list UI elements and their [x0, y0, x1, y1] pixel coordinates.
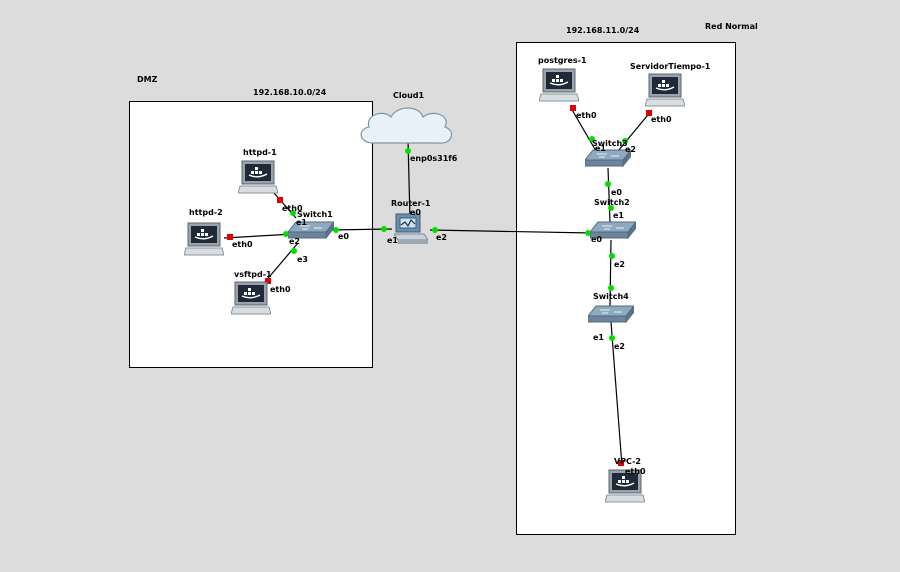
link-dot — [609, 335, 615, 341]
switch2-node[interactable] — [590, 220, 636, 240]
vsftpd1-node[interactable] — [231, 281, 271, 317]
router-label: Router-1 — [391, 199, 431, 208]
docker-host-icon — [645, 73, 685, 107]
zone-red-normal-title: Red Normal — [705, 22, 758, 31]
switch4-node[interactable] — [588, 304, 634, 324]
httpd1-node[interactable] — [238, 160, 278, 196]
zone-red-normal — [516, 42, 736, 535]
switch3-node[interactable] — [585, 148, 631, 168]
postgres1-label: postgres-1 — [538, 56, 587, 65]
port-label: e0 — [611, 188, 622, 197]
port-label: e1 — [593, 333, 604, 342]
port-label: e2 — [625, 145, 636, 154]
link-dot-down — [277, 197, 283, 203]
switch1-label: Switch1 — [297, 210, 333, 219]
docker-host-icon — [539, 68, 579, 102]
port-label: eth0 — [651, 115, 672, 124]
zone-dmz-title: DMZ — [137, 75, 158, 84]
port-label: e0 — [591, 235, 602, 244]
vpc2-node[interactable] — [605, 469, 645, 505]
link-dot — [405, 148, 411, 154]
link-dot-down — [618, 460, 624, 466]
link-dot — [283, 231, 289, 237]
link-dot — [432, 227, 438, 233]
docker-host-icon — [184, 222, 224, 256]
cloud-node[interactable] — [355, 103, 457, 147]
link-switch2-switch4 — [609, 239, 612, 307]
link-dot-down — [265, 278, 271, 284]
router-node[interactable] — [394, 210, 428, 248]
link-servidor-switch3 — [617, 109, 653, 152]
port-label: enp0s31f6 — [410, 154, 458, 163]
router-icon — [394, 213, 428, 244]
link-dot-down — [646, 110, 652, 116]
zone-red-normal-subnet: 192.168.11.0/24 — [566, 26, 640, 35]
cloud-label: Cloud1 — [393, 91, 425, 100]
link-dot — [608, 285, 614, 291]
servidor-node[interactable] — [645, 73, 685, 109]
link-router-switch2 — [429, 229, 593, 234]
link-dot — [605, 181, 611, 187]
port-label: e1 — [595, 144, 606, 153]
link-switch4-vpc — [610, 321, 623, 467]
switch-icon — [288, 221, 334, 240]
switch-icon — [588, 305, 634, 324]
port-label: e1 — [296, 218, 307, 227]
link-dot — [585, 230, 591, 236]
port-label: e0 — [410, 208, 421, 217]
switch3-label: Switch3 — [592, 139, 628, 148]
docker-host-icon — [238, 160, 278, 194]
docker-host-icon — [231, 281, 271, 315]
zone-dmz — [129, 101, 373, 368]
link-dot-down — [227, 234, 233, 240]
port-label: eth0 — [625, 467, 646, 476]
vsftpd1-label: vsftpd-1 — [234, 270, 272, 279]
link-dot — [608, 205, 614, 211]
link-dot — [291, 248, 297, 254]
cloud-icon — [360, 107, 453, 144]
port-label: eth0 — [282, 204, 303, 213]
port-label: eth0 — [232, 240, 253, 249]
port-label: e2 — [614, 260, 625, 269]
link-switch3-switch2 — [607, 167, 611, 223]
switch-icon — [585, 149, 631, 168]
switch4-label: Switch4 — [593, 292, 629, 301]
port-label: e2 — [289, 237, 300, 246]
link-dot — [589, 136, 595, 142]
switch2-label: Switch2 — [594, 198, 630, 207]
port-label: eth0 — [576, 111, 597, 120]
link-postgres-switch3 — [570, 107, 597, 152]
port-label: e2 — [436, 233, 447, 242]
port-label: e2 — [614, 342, 625, 351]
httpd1-label: httpd-1 — [243, 148, 277, 157]
httpd2-label: httpd-2 — [189, 208, 223, 217]
port-label: e1 — [613, 211, 624, 220]
link-dot-down — [570, 105, 576, 111]
switch-icon — [590, 221, 636, 240]
port-label: e3 — [297, 255, 308, 264]
link-dot — [290, 210, 296, 216]
link-switch1-httpd2 — [223, 233, 295, 239]
switch1-node[interactable] — [288, 220, 334, 240]
port-label: e0 — [338, 232, 349, 241]
vpc2-label: VPC-2 — [614, 457, 641, 466]
link-dot — [333, 227, 339, 233]
link-dot — [609, 253, 615, 259]
httpd2-node[interactable] — [184, 222, 224, 258]
zone-dmz-subnet: 192.168.10.0/24 — [253, 88, 327, 97]
postgres1-node[interactable] — [539, 68, 579, 104]
servidor-label: ServidorTiempo-1 — [630, 62, 711, 71]
port-label: e1 — [387, 236, 398, 245]
port-label: eth0 — [270, 285, 291, 294]
docker-host-icon — [605, 469, 645, 503]
link-dot — [381, 226, 387, 232]
link-dot — [622, 138, 628, 144]
